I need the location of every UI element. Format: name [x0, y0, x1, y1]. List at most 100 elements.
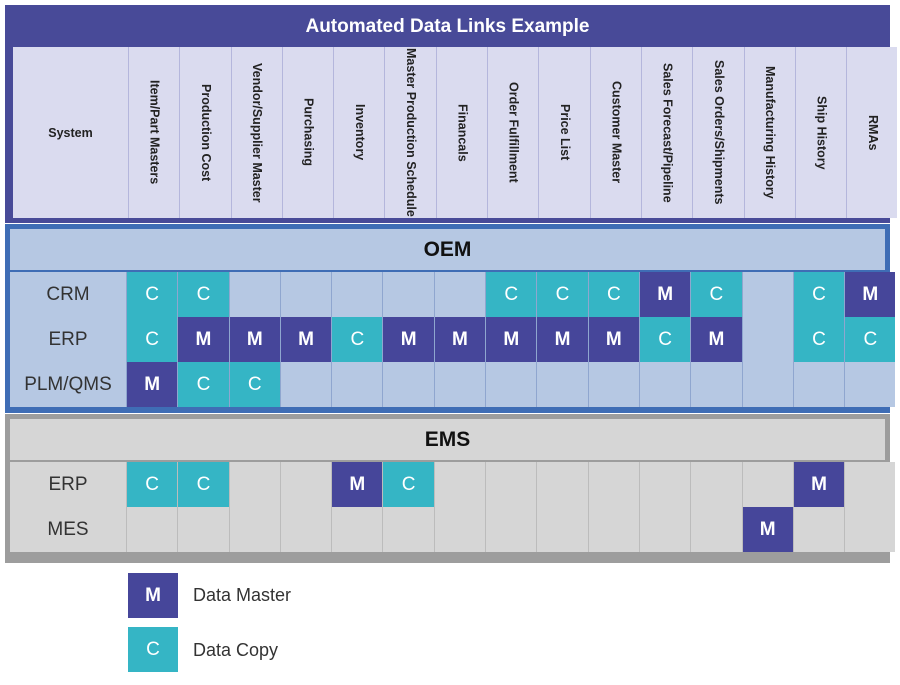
empty-cell — [537, 462, 588, 507]
column-header-label: Item/Part Masters — [147, 80, 162, 185]
empty-cell — [434, 462, 486, 507]
data-master-cell: M — [639, 272, 691, 317]
system-name: CRM — [10, 272, 126, 317]
empty-cell — [793, 362, 845, 407]
data-copy-cell: C — [691, 272, 742, 317]
empty-cell — [691, 462, 742, 507]
empty-cell — [434, 272, 486, 317]
data-master-cell: M — [537, 317, 588, 362]
data-copy-cell: C — [793, 317, 845, 362]
system-name: ERP — [10, 317, 126, 362]
data-master-cell: M — [178, 317, 229, 362]
column-header: Financals — [436, 47, 488, 218]
data-master-cell: M — [742, 507, 793, 552]
section-label: OEM — [10, 229, 885, 270]
data-copy-cell: C — [383, 462, 434, 507]
table-title: Automated Data Links Example — [305, 16, 590, 37]
empty-cell — [742, 462, 793, 507]
column-header: Manufacturing History — [744, 47, 795, 218]
column-header-label: Order Fulfillment — [506, 82, 521, 183]
column-header-label: Price List — [558, 104, 573, 161]
empty-cell — [742, 362, 793, 407]
empty-cell — [742, 317, 793, 362]
data-master-cell: M — [383, 317, 434, 362]
column-header-label: Customer Master — [609, 81, 624, 184]
data-copy-cell: C — [537, 272, 588, 317]
empty-cell — [229, 272, 280, 317]
column-header: Order Fulfillment — [488, 47, 539, 218]
empty-cell — [845, 362, 896, 407]
data-copy-cell: C — [588, 272, 639, 317]
data-master-cell: M — [793, 462, 845, 507]
empty-cell — [332, 362, 383, 407]
data-master-cell: M — [332, 462, 383, 507]
table-row: MES M — [10, 507, 896, 552]
column-header: Sales Orders/Shipments — [693, 47, 744, 218]
data-copy-cell: C — [332, 317, 383, 362]
legend-copy-label: Data Copy — [193, 640, 279, 660]
column-header-label: Inventory — [352, 104, 367, 161]
empty-cell — [639, 507, 691, 552]
data-master-cell: M — [588, 317, 639, 362]
empty-cell — [229, 507, 280, 552]
column-header: Item/Part Masters — [129, 47, 180, 218]
data-copy-cell: C — [127, 462, 178, 507]
empty-cell — [280, 362, 332, 407]
empty-cell — [639, 462, 691, 507]
empty-cell — [383, 272, 434, 317]
data-copy-cell: C — [178, 272, 229, 317]
empty-cell — [486, 462, 537, 507]
empty-cell — [588, 507, 639, 552]
section-label: EMS — [10, 419, 885, 460]
empty-cell — [742, 272, 793, 317]
column-header: RMAs — [847, 47, 898, 218]
system-name: ERP — [10, 462, 126, 507]
empty-cell — [588, 462, 639, 507]
empty-cell — [845, 507, 896, 552]
empty-cell — [691, 362, 742, 407]
data-master-cell: M — [229, 317, 280, 362]
column-header: Purchasing — [282, 47, 334, 218]
empty-cell — [280, 507, 332, 552]
empty-cell — [383, 507, 434, 552]
empty-cell — [280, 272, 332, 317]
data-copy-cell: C — [178, 362, 229, 407]
empty-cell — [639, 362, 691, 407]
column-header-label: Manufacturing History — [763, 66, 778, 199]
table-header-frame: Automated Data Links Example System Item… — [5, 5, 898, 223]
empty-cell — [229, 462, 280, 507]
data-copy-cell: C — [486, 272, 537, 317]
legend-master-label: Data Master — [193, 585, 292, 605]
data-copy-cell: C — [127, 272, 178, 317]
column-header: Ship History — [795, 47, 847, 218]
data-master-cell: M — [434, 317, 486, 362]
column-header: Price List — [539, 47, 590, 218]
data-copy-cell: C — [639, 317, 691, 362]
data-copy-cell: C — [178, 462, 229, 507]
system-name: MES — [10, 507, 126, 552]
column-header: Master Production Schedule — [385, 47, 436, 218]
column-header-label: Production Cost — [198, 83, 213, 182]
column-header-label: RMAs — [865, 114, 880, 151]
empty-cell — [793, 507, 845, 552]
system-name: PLM/QMS — [10, 362, 126, 407]
empty-cell — [486, 362, 537, 407]
column-header: Production Cost — [180, 47, 231, 218]
column-header: Customer Master — [590, 47, 641, 218]
empty-cell — [127, 507, 178, 552]
data-master-cell: M — [280, 317, 332, 362]
column-header-label: Vendor/Supplier Master — [250, 62, 265, 203]
empty-cell — [178, 507, 229, 552]
data-master-cell: M — [845, 272, 896, 317]
column-header-label: Sales Orders/Shipments — [711, 60, 726, 205]
empty-cell — [280, 462, 332, 507]
empty-cell — [434, 507, 486, 552]
column-header-label: Ship History — [814, 95, 829, 170]
empty-cell — [486, 507, 537, 552]
